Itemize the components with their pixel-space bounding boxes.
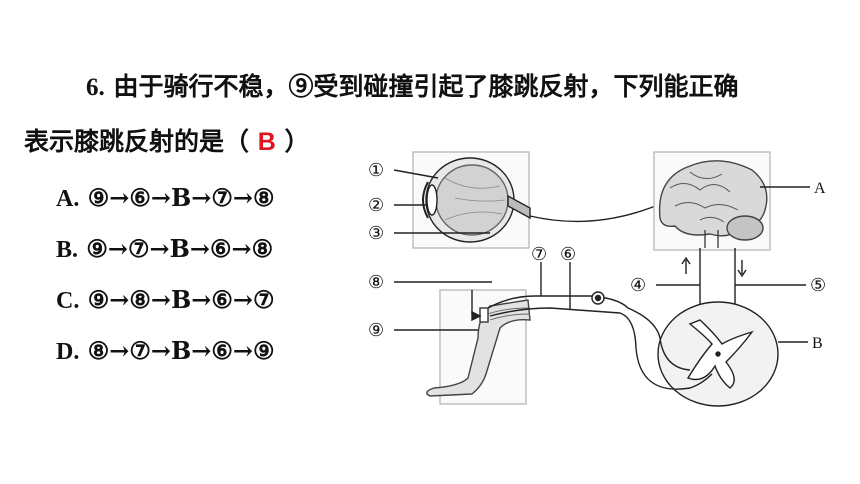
option-letter: A. xyxy=(56,186,80,212)
option-letter: D. xyxy=(56,339,80,365)
question-number: 6. xyxy=(86,74,105,101)
brain-icon xyxy=(658,160,768,248)
option-text: ⑨→⑥→B→⑦→⑧ xyxy=(87,183,275,212)
up-arrow-icon xyxy=(681,256,691,274)
question-line-1: 6. 由于骑行不稳，⑨受到碰撞引起了膝跳反射，下列能正确 xyxy=(24,60,844,115)
reflex-arc-diagram: ① ② ③ A ④ ⑤ ⑦ ⑥ ⑧ ⑨ B xyxy=(368,151,826,407)
option-text: ⑨→⑧→B→⑥→⑦ xyxy=(87,285,275,314)
question-text: 6. 由于骑行不稳，⑨受到碰撞引起了膝跳反射，下列能正确 表示膝跳反射的是（ B… xyxy=(24,60,844,169)
label-2: ② xyxy=(368,195,384,216)
label-8: ⑧ xyxy=(368,272,384,293)
option-text: ⑨→⑦→B→⑥→⑧ xyxy=(86,234,274,263)
leg-icon xyxy=(426,290,531,397)
answer-mark: B xyxy=(257,128,276,156)
eye-icon xyxy=(422,157,531,243)
label-6: ⑥ xyxy=(560,244,576,265)
leader-1 xyxy=(393,169,439,179)
option-text: ⑧→⑦→B→⑥→⑨ xyxy=(87,336,275,365)
option-letter: B. xyxy=(56,237,79,263)
down-arrow-icon xyxy=(737,260,747,278)
question-stem-3: ） xyxy=(284,127,310,156)
question-stem-2: 表示膝跳反射的是（ xyxy=(24,127,250,156)
motor-neuron xyxy=(489,307,713,390)
label-7: ⑦ xyxy=(531,244,547,265)
sensory-neuron xyxy=(487,295,691,371)
label-B: B xyxy=(812,335,823,352)
option-letter: C. xyxy=(56,288,80,314)
question-line-2: 表示膝跳反射的是（ B ） xyxy=(24,115,844,169)
option-list: A. ⑨→⑥→B→⑦→⑧ B. ⑨→⑦→B→⑥→⑧ C. ⑨→⑧→B→⑥→⑦ D… xyxy=(56,172,275,376)
label-9: ⑨ xyxy=(368,320,384,341)
label-4: ④ xyxy=(630,275,646,296)
option-c[interactable]: C. ⑨→⑧→B→⑥→⑦ xyxy=(56,274,275,325)
label-5: ⑤ xyxy=(810,275,826,296)
spinal-cord-icon xyxy=(657,301,779,407)
option-b[interactable]: B. ⑨→⑦→B→⑥→⑧ xyxy=(56,223,275,274)
label-3: ③ xyxy=(368,223,384,244)
label-1: ① xyxy=(368,160,384,181)
ganglion-core xyxy=(594,294,602,302)
label-A: A xyxy=(814,180,826,197)
question-stem: 由于骑行不稳，⑨受到碰撞引起了膝跳反射，下列能正确 xyxy=(113,72,739,101)
option-a[interactable]: A. ⑨→⑥→B→⑦→⑧ xyxy=(56,172,275,223)
option-d[interactable]: D. ⑧→⑦→B→⑥→⑨ xyxy=(56,325,275,376)
